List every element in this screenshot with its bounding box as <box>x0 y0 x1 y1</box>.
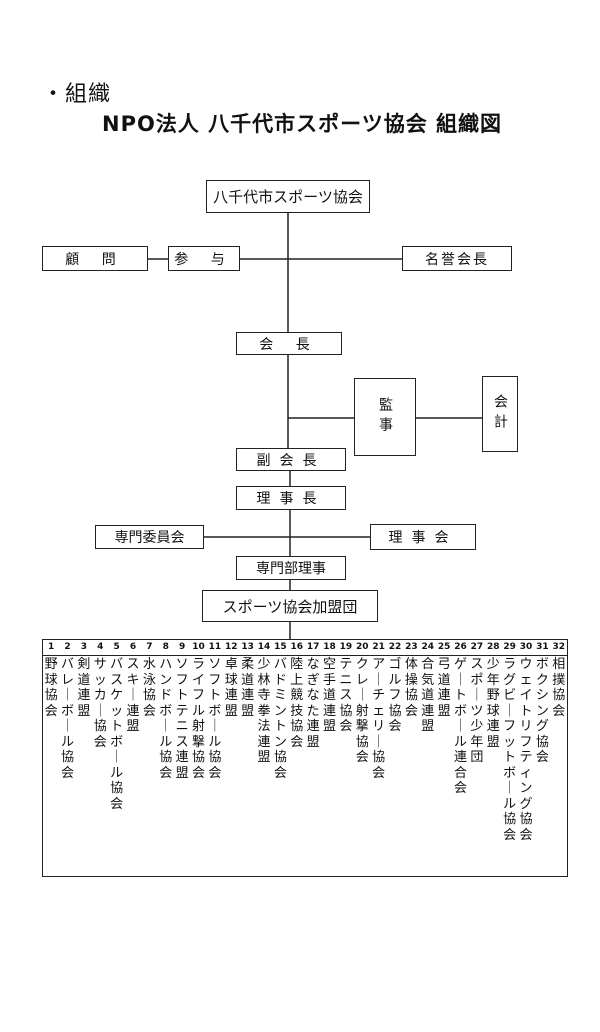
member-name: ソフトテニス連盟 <box>175 657 189 781</box>
honorary-chair-box: 名誉会長 <box>402 246 512 271</box>
counselor-box: 参 与 <box>168 246 240 271</box>
root-box: 八千代市スポーツ協会 <box>206 180 370 213</box>
member-name: 水泳協会 <box>142 657 156 719</box>
member-name: ア｜チェリ｜協会 <box>372 657 386 781</box>
member-number: 1 <box>48 642 55 652</box>
member-number: 30 <box>519 642 533 652</box>
director-chair-box: 理事長 <box>236 486 346 510</box>
member-number: 12 <box>225 642 238 652</box>
vice-chairman-box: 副会長 <box>236 448 346 471</box>
member-name: なぎなた連盟 <box>306 657 320 750</box>
member-number: 17 <box>306 642 320 652</box>
member-number: 21 <box>372 642 385 652</box>
member-name: 弓道連盟 <box>437 657 451 719</box>
member-name: 野球協会 <box>44 657 58 719</box>
member-name: バレ｜ボ｜ル協会 <box>61 657 75 781</box>
member-name: テニス協会 <box>339 657 353 734</box>
member-number: 9 <box>179 642 186 652</box>
member-number: 24 <box>421 642 435 652</box>
member-number: 29 <box>503 642 516 652</box>
expert-committee-box: 専門委員会 <box>95 525 204 549</box>
member-name: サッカ｜協会 <box>93 657 107 750</box>
member-name: 合気道連盟 <box>421 657 435 734</box>
member-name: 体操協会 <box>404 657 418 719</box>
member-number: 15 <box>274 642 287 652</box>
member-number: 13 <box>241 642 254 652</box>
member-name: 卓球連盟 <box>224 657 238 719</box>
member-name: 少林寺拳法連盟 <box>257 657 271 765</box>
member-number: 27 <box>470 642 484 652</box>
member-name: 陸上競技協会 <box>290 657 304 750</box>
member-columns: 野球協会バレ｜ボ｜ル協会剣道連盟サッカ｜協会バスケットボ｜ル協会スキ｜連盟水泳協… <box>43 655 567 843</box>
auditor-box: 監事 <box>354 378 416 456</box>
member-number: 11 <box>208 642 222 652</box>
member-number: 18 <box>323 642 336 652</box>
member-name: ライフル射撃協会 <box>192 657 206 781</box>
member-number: 5 <box>113 642 120 652</box>
member-name: 相撲協会 <box>552 657 566 719</box>
member-name: バスケットボ｜ル協会 <box>110 657 124 812</box>
chairman-box: 会 長 <box>236 332 342 355</box>
advisor-box: 顧 問 <box>42 246 148 271</box>
accountant-box: 会計 <box>482 376 518 452</box>
member-number: 31 <box>536 642 549 652</box>
member-name: ボクシング協会 <box>535 657 549 765</box>
member-number: 3 <box>80 642 88 652</box>
member-name: クレ｜射撃協会 <box>355 657 369 765</box>
member-name: ゴルフ協会 <box>388 657 402 734</box>
member-number: 32 <box>552 642 566 652</box>
member-number: 28 <box>487 642 500 652</box>
member-number: 8 <box>162 642 169 652</box>
member-number: 10 <box>192 642 205 652</box>
member-number: 16 <box>290 642 304 652</box>
member-name: スポ｜ツ少年団 <box>470 657 484 765</box>
member-name: 空手道連盟 <box>323 657 337 734</box>
member-number: 14 <box>257 642 271 652</box>
member-number: 25 <box>437 642 451 652</box>
member-number: 2 <box>64 642 71 652</box>
member-number: 23 <box>405 642 418 652</box>
member-name: 剣道連盟 <box>77 657 91 719</box>
member-name: バドミントン協会 <box>273 657 287 781</box>
member-number: 20 <box>356 642 369 652</box>
member-name: ラグビ｜フットボ｜ル協会 <box>503 657 517 843</box>
section-heading: ・組織 <box>42 82 112 107</box>
member-groups-box: スポーツ協会加盟団 <box>202 590 378 622</box>
expert-director-box: 専門部理事 <box>236 556 346 580</box>
member-number: 6 <box>129 642 137 652</box>
auditor-label: 監事 <box>377 397 393 437</box>
member-name: スキ｜連盟 <box>126 657 140 734</box>
member-number: 19 <box>339 642 353 652</box>
member-name: 柔道連盟 <box>241 657 255 719</box>
board-box: 理事会 <box>370 524 476 550</box>
accountant-label: 会計 <box>492 394 508 434</box>
member-name: ウェイトリフティング協会 <box>519 657 533 843</box>
member-number: 22 <box>388 642 402 652</box>
member-name: ソフトボ｜ル協会 <box>208 657 222 781</box>
member-name: ゲ｜トボ｜ル連合会 <box>454 657 468 796</box>
member-name: 少年野球連盟 <box>486 657 500 750</box>
member-name: ハンドボ｜ル協会 <box>159 657 173 781</box>
chart-title: NPO法人 八千代市スポーツ協会 組織図 <box>102 112 503 136</box>
member-number: 26 <box>454 642 467 652</box>
member-number: 7 <box>146 642 153 652</box>
member-number: 4 <box>97 642 104 652</box>
